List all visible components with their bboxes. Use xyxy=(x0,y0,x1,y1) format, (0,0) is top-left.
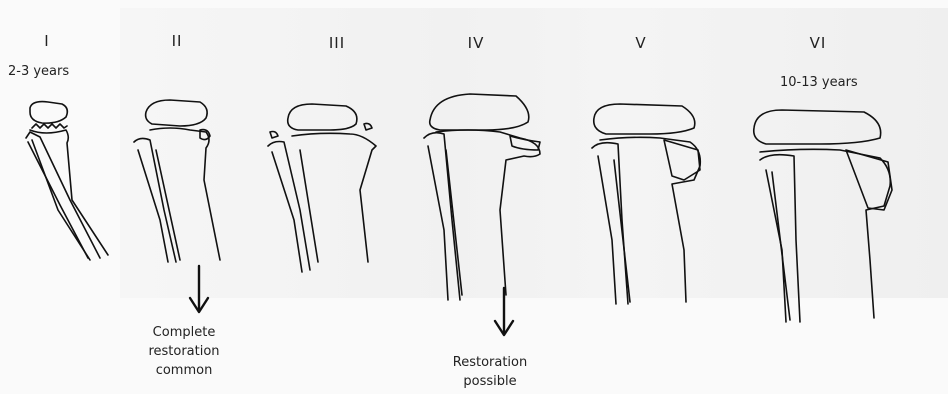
caption-left-line-3: common xyxy=(148,361,219,380)
arrow-down-icon-left xyxy=(190,266,208,312)
stage-1-epiphysis xyxy=(30,102,67,124)
caption-left-line-1: Complete xyxy=(148,323,219,342)
stage-2-epiphysis xyxy=(146,100,208,126)
stage-3-epiphysis xyxy=(288,104,357,130)
stage-3-tibia-shaft xyxy=(300,150,318,262)
stage-5-fibula xyxy=(592,143,628,304)
stage-1-metaphysis xyxy=(30,130,108,255)
stage-4-fibula xyxy=(424,133,460,300)
stage-4-bone-drawing xyxy=(424,94,540,300)
stage-2-bone-drawing xyxy=(134,100,220,262)
stage-6-bone-drawing xyxy=(754,110,892,322)
stage-3-metaphysis xyxy=(292,133,376,262)
stage-3-bone-drawing xyxy=(268,104,376,272)
stage-4-tibia-shaft xyxy=(446,150,462,295)
stage-5-bone-drawing xyxy=(592,104,700,304)
stage-1-growth-plate xyxy=(32,124,67,128)
stage-6-fibula xyxy=(760,155,800,322)
stage-5-epiphysis xyxy=(594,104,695,134)
caption-complete-restoration: Complete restoration common xyxy=(148,323,219,380)
stage-3-fibula xyxy=(268,142,310,273)
stage-1-tibia-shaft xyxy=(32,140,90,260)
stage-4-epiphysis xyxy=(430,94,529,130)
caption-restoration-possible: Restoration possible xyxy=(453,353,527,391)
caption-right-line-2: possible xyxy=(453,372,527,391)
stage-1-fibula xyxy=(26,132,100,258)
stage-6-epiphysis xyxy=(754,110,881,144)
caption-left-line-2: restoration xyxy=(148,342,219,361)
stage-1-bone-drawing xyxy=(26,102,108,260)
caption-right-line-1: Restoration xyxy=(453,353,527,372)
stage-2-fibula xyxy=(134,138,176,262)
stage-2-tibia-shaft xyxy=(156,150,180,260)
stage-4-fragment xyxy=(510,136,540,150)
arrow-down-icon-right xyxy=(495,288,513,335)
